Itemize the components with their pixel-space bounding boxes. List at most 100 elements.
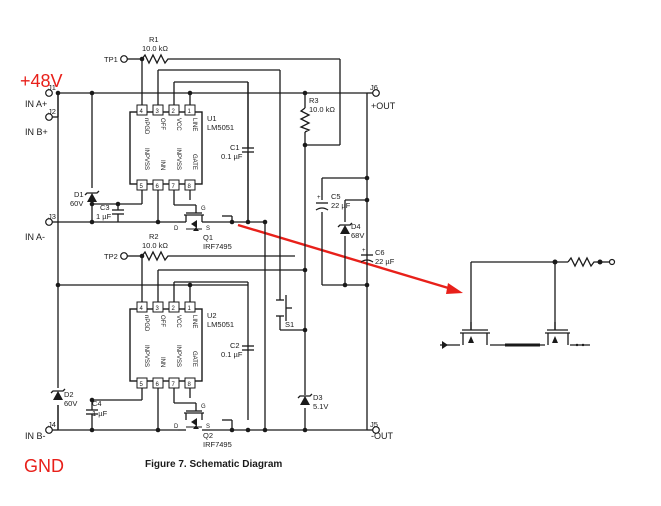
svg-text:VCC: VCC <box>175 315 181 328</box>
svg-text:LM5051: LM5051 <box>207 123 234 132</box>
svg-text:U1: U1 <box>207 114 217 123</box>
svg-text:J6: J6 <box>370 83 378 92</box>
u2-top-pins: 4 3 2 1 <box>136 301 196 313</box>
svg-text:nPGD: nPGD <box>143 118 149 135</box>
svg-text:OFF: OFF <box>159 315 165 327</box>
svg-text:2: 2 <box>172 306 176 312</box>
capacitor-c6: + C6 22 µF <box>360 248 395 266</box>
svg-text:10.0 kΩ: 10.0 kΩ <box>309 105 335 114</box>
svg-text:U2: U2 <box>207 311 217 320</box>
svg-text:VCC: VCC <box>175 118 181 131</box>
svg-text:1: 1 <box>188 306 192 312</box>
svg-text:5: 5 <box>140 382 144 388</box>
u1-bottom-pins: 5 6 7 8 <box>136 179 196 191</box>
svg-text:1: 1 <box>188 109 192 115</box>
resistor-r2: R2 10.0 kΩ <box>141 232 170 262</box>
svg-text:8: 8 <box>188 382 192 388</box>
svg-text:S1: S1 <box>285 320 294 329</box>
svg-text:INPVSS: INPVSS <box>175 345 181 367</box>
svg-text:LM5051: LM5051 <box>207 320 234 329</box>
svg-text:0.1 µF: 0.1 µF <box>221 152 243 161</box>
svg-text:nPGD: nPGD <box>143 315 149 332</box>
svg-text:INN: INN <box>159 357 165 367</box>
resistor-r1: R1 10.0 kΩ <box>141 35 170 65</box>
terminal-j6: J6 +OUT <box>367 83 396 111</box>
svg-text:C5: C5 <box>331 192 341 201</box>
terminal-j2: J2 IN B+ <box>25 107 58 137</box>
svg-text:5.1V: 5.1V <box>313 402 328 411</box>
svg-text:J4: J4 <box>48 420 56 429</box>
svg-text:Q1: Q1 <box>203 233 213 242</box>
svg-text:3: 3 <box>156 306 160 312</box>
svg-text:J1: J1 <box>48 83 56 92</box>
resistor-r3: R3 10.0 kΩ <box>299 96 335 133</box>
svg-text:3: 3 <box>156 109 160 115</box>
annotation-arrow <box>237 223 463 294</box>
svg-text:1 µF: 1 µF <box>92 409 108 418</box>
svg-text:1 µF: 1 µF <box>96 212 112 221</box>
svg-text:IRF7495: IRF7495 <box>203 242 232 251</box>
svg-text:LINE: LINE <box>191 315 197 328</box>
svg-text:D1: D1 <box>74 190 84 199</box>
ic-u1: 4 3 2 1 5 6 7 8 nPGD OFF VCC LINE INPVSS… <box>129 104 234 191</box>
svg-text:68V: 68V <box>351 231 364 240</box>
svg-text:J2: J2 <box>48 107 56 116</box>
label-out-plus: +OUT <box>371 101 396 111</box>
label-in-b-minus: IN B- <box>25 431 46 441</box>
svg-text:R1: R1 <box>149 35 159 44</box>
svg-text:60V: 60V <box>70 199 83 208</box>
mosfet-q1: G D S Q1 IRF7495 <box>174 205 232 251</box>
capacitor-c2: C2 0.1 µF <box>221 341 254 359</box>
svg-text:10.0 kΩ: 10.0 kΩ <box>142 44 168 53</box>
terminal-j1: J1 IN A+ <box>25 83 56 109</box>
svg-text:7: 7 <box>172 184 176 190</box>
svg-text:R2: R2 <box>149 232 159 241</box>
svg-text:22 µF: 22 µF <box>331 201 351 210</box>
svg-text:10.0 kΩ: 10.0 kΩ <box>142 241 168 250</box>
svg-text:7: 7 <box>172 382 176 388</box>
zener-diode-d4: D4 68V <box>337 222 364 240</box>
svg-text:INN: INN <box>159 160 165 170</box>
figure-caption: Figure 7. Schematic Diagram <box>145 459 282 470</box>
test-point-tp1: TP1 <box>104 55 128 64</box>
switch-s1: S1 <box>276 295 294 329</box>
svg-text:4: 4 <box>140 109 144 115</box>
svg-text:Q2: Q2 <box>203 431 213 440</box>
annotation-48v: +48V <box>20 71 63 91</box>
svg-text:S: S <box>206 424 210 430</box>
svg-text:6: 6 <box>156 184 160 190</box>
zener-diode-d2: D2 60V <box>50 388 77 408</box>
svg-text:GATE: GATE <box>191 154 197 170</box>
svg-text:R3: R3 <box>309 96 319 105</box>
svg-text:D: D <box>174 226 179 232</box>
zoom-inset <box>440 256 616 349</box>
svg-text:2: 2 <box>172 109 176 115</box>
label-out-minus: -OUT <box>371 431 393 441</box>
label-in-a-plus: IN A+ <box>25 99 47 109</box>
svg-text:GATE: GATE <box>191 351 197 367</box>
svg-text:C3: C3 <box>100 203 110 212</box>
u1-top-pins: 4 3 2 1 <box>136 104 196 116</box>
svg-text:G: G <box>201 206 206 212</box>
svg-text:TP2: TP2 <box>104 252 118 261</box>
svg-text:+: + <box>362 248 366 254</box>
svg-text:IRF7495: IRF7495 <box>203 440 232 449</box>
zener-diode-d3: D3 5.1V <box>297 393 328 411</box>
svg-text:S: S <box>206 226 210 232</box>
terminal-j4: J4 IN B- <box>25 420 58 441</box>
zener-diode-d1: D1 60V <box>70 190 100 208</box>
u2-bottom-pins: 5 6 7 8 <box>136 377 196 389</box>
terminal-j5: J5 -OUT <box>367 420 393 441</box>
capacitor-c5: + C5 22 µF <box>315 192 351 211</box>
capacitor-c3: C3 1 µF <box>96 203 124 222</box>
svg-text:6: 6 <box>156 382 160 388</box>
svg-text:0.1 µF: 0.1 µF <box>221 350 243 359</box>
mosfet-q2: G D S Q2 IRF7495 <box>174 403 232 449</box>
label-in-b-plus: IN B+ <box>25 127 48 137</box>
svg-text:D2: D2 <box>64 390 74 399</box>
svg-text:D4: D4 <box>351 222 361 231</box>
capacitor-c1: C1 0.1 µF <box>221 143 254 222</box>
label-in-a-minus: IN A- <box>25 232 45 242</box>
svg-text:INPVSS: INPVSS <box>175 148 181 170</box>
